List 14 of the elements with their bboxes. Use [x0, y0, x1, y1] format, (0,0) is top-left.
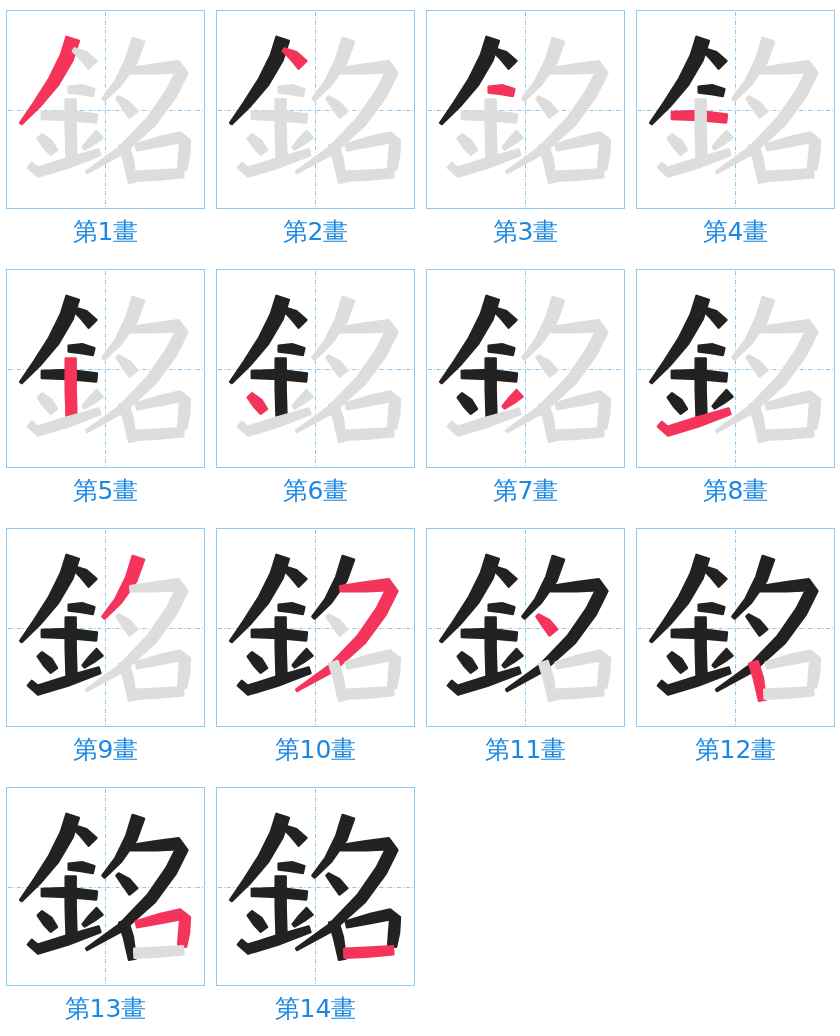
- step-caption: 第4畫: [702, 218, 769, 245]
- step-caption: 第10畫: [274, 736, 357, 763]
- step-caption: 第12畫: [694, 736, 777, 763]
- step-caption: 第11畫: [484, 736, 567, 763]
- step-caption: 第1畫: [72, 218, 139, 245]
- step-caption: 第6畫: [282, 477, 349, 504]
- step-caption: 第7畫: [492, 477, 559, 504]
- step-caption: 第14畫: [274, 995, 357, 1022]
- step-caption: 第13畫: [64, 995, 147, 1022]
- step-caption: 第8畫: [702, 477, 769, 504]
- step-caption: 第5畫: [72, 477, 139, 504]
- step-caption: 第3畫: [492, 218, 559, 245]
- step-caption: 第2畫: [282, 218, 349, 245]
- step-caption: 第9畫: [72, 736, 139, 763]
